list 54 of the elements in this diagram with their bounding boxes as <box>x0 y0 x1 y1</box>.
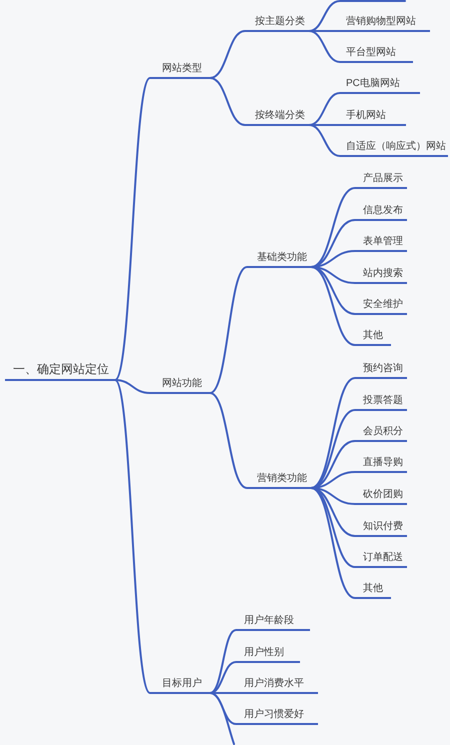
topic-node: 知识付费 <box>355 521 407 537</box>
connector-line <box>310 487 356 599</box>
topic-node: 其他 <box>355 583 391 599</box>
topic-node: 投票答题 <box>355 395 407 411</box>
topic-node: 安全维护 <box>355 299 407 315</box>
topic-node: 产品展示 <box>355 173 407 189</box>
topic-node: 网站类型 <box>150 63 210 79</box>
topic-node: 直播导购 <box>355 457 407 473</box>
connector-line <box>209 392 248 489</box>
topic-node: 用户消费水平 <box>236 678 318 694</box>
connector-line <box>209 30 246 79</box>
root-topic: 一、确定网站定位 <box>5 362 115 381</box>
topic-node: 订单配送 <box>355 552 407 568</box>
connector-line <box>308 124 341 157</box>
connector-line <box>209 692 237 694</box>
topic-node: 用户年龄段 <box>236 615 310 631</box>
topic-node: 砍价团购 <box>355 489 407 505</box>
topic-node: 表单管理 <box>355 236 407 252</box>
topic-node: 平台型网站 <box>340 47 413 63</box>
topic-node: 用户习惯爱好 <box>236 709 318 725</box>
connector-line <box>310 440 356 489</box>
topic-node: 会员积分 <box>355 426 407 442</box>
connector-line <box>308 30 341 32</box>
connector-line <box>209 692 235 745</box>
connector-line <box>308 30 341 63</box>
connector-line <box>310 266 356 346</box>
topic-node: 信息发布 <box>355 205 407 221</box>
topic-node: 站内搜索 <box>355 268 407 284</box>
topic-node: PC电脑网站 <box>340 78 420 94</box>
connector-line <box>209 629 237 694</box>
topic-node: 营销购物型网站 <box>340 16 430 32</box>
connector-line <box>310 266 356 315</box>
topic-node: 营销类功能 <box>247 473 311 489</box>
topic-node: 预约咨询 <box>355 363 407 379</box>
topic-node: 其他 <box>355 330 391 346</box>
connector-line <box>114 379 151 694</box>
topic-node: 按终端分类 <box>245 110 309 126</box>
topic-node: 按主题分类 <box>245 16 309 32</box>
topic-node: 自适应（响应式）网站 <box>340 141 448 157</box>
topic-node: 网站功能 <box>150 378 210 394</box>
connector-line <box>114 379 151 394</box>
connector-line <box>310 487 356 537</box>
connector-line <box>308 92 341 126</box>
connector-line <box>209 77 246 126</box>
connector-line <box>209 661 237 694</box>
topic-node: 目标用户 <box>150 678 210 694</box>
connector-line <box>114 77 151 381</box>
connector-line <box>310 219 356 268</box>
connector-line <box>308 0 406 32</box>
topic-node: 手机网站 <box>340 110 406 126</box>
topic-node: 基础类功能 <box>247 252 311 268</box>
connector-line <box>209 266 248 394</box>
connector-line <box>310 377 356 489</box>
topic-node: 用户性别 <box>236 647 300 663</box>
